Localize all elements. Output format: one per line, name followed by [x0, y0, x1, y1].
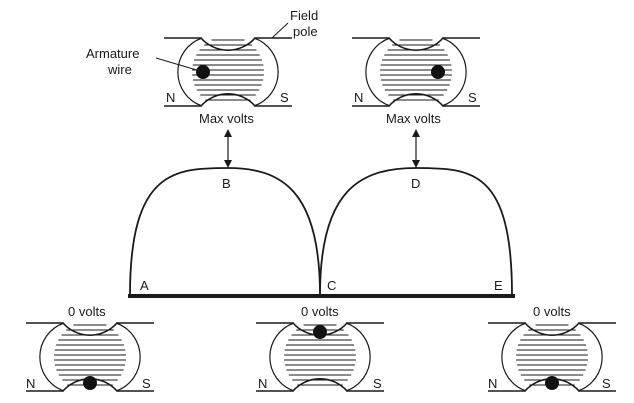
output-waveform — [129, 167, 513, 296]
armature-wire — [196, 65, 210, 79]
field-pole-label-line1: Field — [290, 8, 318, 23]
armature-wire — [83, 376, 97, 390]
south-label: S — [142, 376, 151, 391]
pole-hatching — [192, 39, 264, 101]
armature-outline — [177, 37, 279, 107]
armature-wire — [545, 376, 559, 390]
north-label: N — [26, 376, 35, 391]
armature-wire-leader — [155, 57, 201, 72]
north-label: N — [166, 90, 175, 105]
pole-diagram-bottom-left: N S — [26, 322, 154, 392]
lower-pole-face — [352, 93, 480, 107]
voltage-label-top-right: Max volts — [386, 111, 441, 126]
armature-wire-label-line2: wire — [107, 62, 132, 77]
north-label: N — [258, 376, 267, 391]
point-label-b: B — [222, 176, 231, 191]
voltage-label-bottom-right: 0 volts — [533, 304, 571, 319]
upper-pole-face — [164, 37, 292, 51]
armature-wire-label-line1: Armature — [86, 46, 139, 61]
armature-wire — [431, 65, 445, 79]
lower-pole-face — [256, 378, 384, 392]
pole-hatching — [284, 324, 356, 386]
voltage-label-bottom-left: 0 volts — [68, 304, 106, 319]
field-pole-leader — [271, 22, 289, 39]
point-label-e: E — [494, 278, 503, 293]
pole-diagram-top-right: N S — [352, 37, 480, 107]
armature-outline — [365, 37, 467, 107]
point-label-d: D — [411, 176, 420, 191]
south-label: S — [602, 376, 611, 391]
pole-diagram-bottom-middle: N S — [256, 322, 384, 392]
voltage-label-top-left: Max volts — [199, 111, 254, 126]
south-label: S — [373, 376, 382, 391]
armature-outline — [501, 322, 603, 392]
south-label: S — [468, 90, 477, 105]
south-label: S — [280, 90, 289, 105]
upper-pole-face — [26, 322, 154, 336]
point-label-c: C — [327, 278, 336, 293]
voltage-label-bottom-middle: 0 volts — [301, 304, 339, 319]
upper-pole-face — [488, 322, 616, 336]
lower-pole-face — [164, 93, 292, 107]
pole-diagram-top-left: N S — [164, 37, 292, 107]
armature-outline — [269, 322, 371, 392]
point-label-a: A — [140, 278, 149, 293]
north-label: N — [354, 90, 363, 105]
armature-wire — [313, 325, 327, 339]
pole-hatching — [516, 324, 588, 386]
field-pole-label-line2: pole — [293, 24, 318, 39]
pole-diagram-bottom-right: N S — [488, 322, 616, 392]
north-label: N — [488, 376, 497, 391]
armature-outline — [39, 322, 141, 392]
upper-pole-face — [352, 37, 480, 51]
